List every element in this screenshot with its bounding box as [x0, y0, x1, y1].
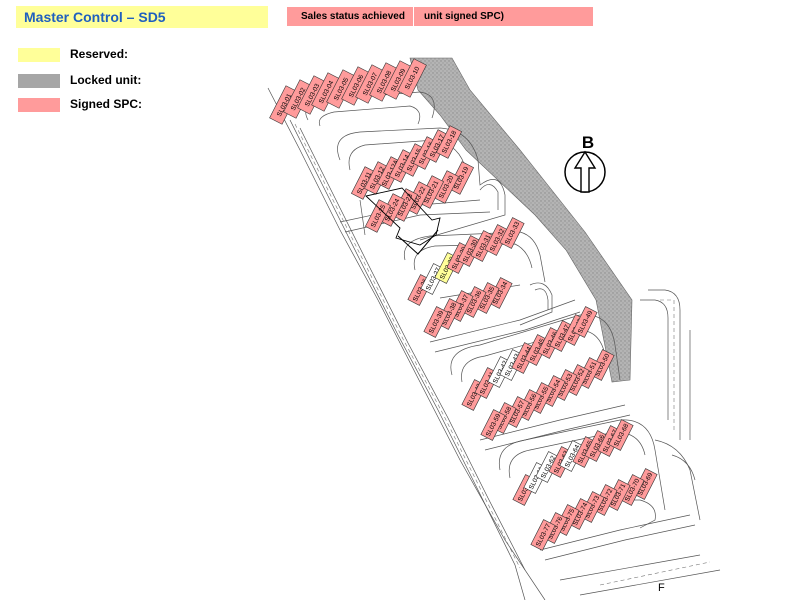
lot-shape — [397, 58, 427, 98]
lot-shape — [499, 217, 525, 249]
legend-reserved-label: Reserved: — [70, 47, 129, 61]
legend-locked-label: Locked unit: — [70, 73, 142, 87]
reserved-swatch — [18, 48, 60, 62]
plan-arrow — [365, 187, 441, 246]
lot-shape — [364, 199, 392, 233]
lot-shape — [480, 409, 506, 441]
north-arrow-icon — [573, 150, 597, 193]
signed-swatch — [18, 98, 60, 112]
status-label-1: Sales status achieved — [287, 7, 413, 26]
shaded-area — [409, 57, 633, 383]
compass: B — [564, 133, 606, 193]
lots-layer: SL03-01SL03-02SL03-03SL03-04SL03-05SL03-… — [269, 58, 658, 551]
corner-label: F — [658, 582, 665, 594]
road-lines — [267, 87, 721, 600]
page-title: Master Control – SD5 — [16, 6, 268, 28]
status-label-2: unit signed SPC) — [414, 7, 593, 26]
plan-arrow-head — [397, 229, 439, 255]
compass-letter: B — [582, 133, 594, 152]
legend-signed-label: Signed SPC: — [70, 97, 143, 111]
lot-shape — [572, 306, 598, 338]
lot-shape — [435, 125, 463, 159]
locked-swatch — [18, 74, 60, 88]
road-dashes — [294, 123, 711, 586]
lot-shape — [423, 306, 449, 338]
lot-shape — [608, 419, 634, 451]
lot-shape — [530, 519, 556, 551]
